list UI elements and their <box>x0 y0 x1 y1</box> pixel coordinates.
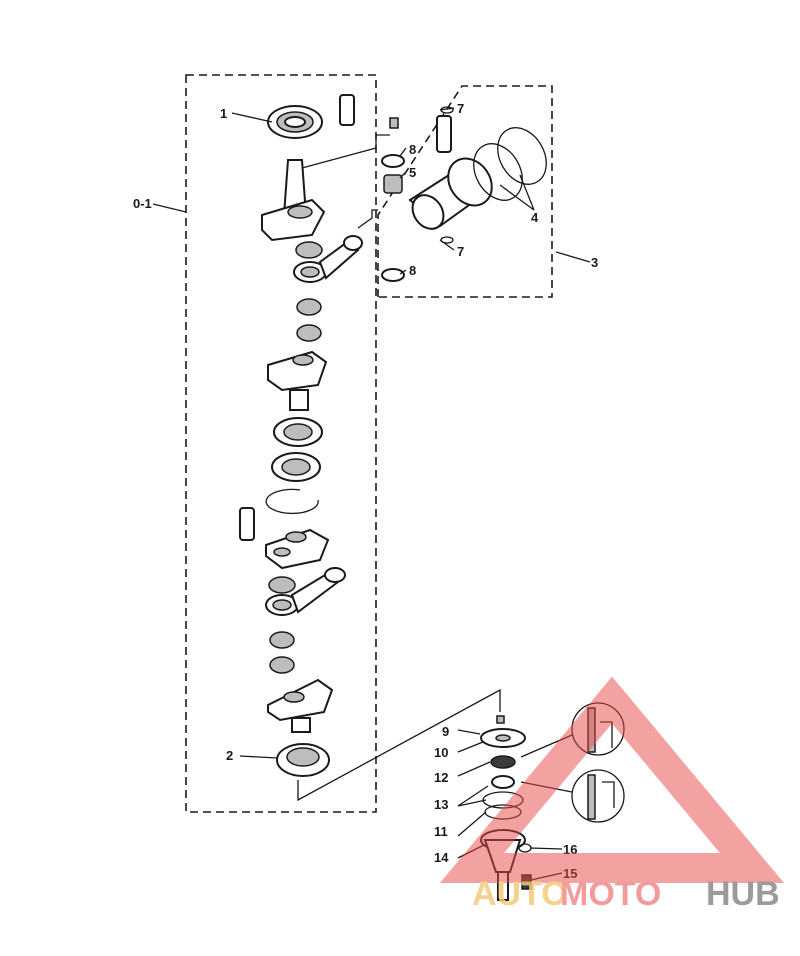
callout-13: 13 <box>434 797 448 812</box>
piston-rings <box>473 127 547 201</box>
callout-14: 14 <box>434 850 449 865</box>
callout-11: 11 <box>434 824 448 839</box>
piston <box>408 157 493 230</box>
crankshaft-assembly-box <box>185 74 377 813</box>
callout-leaders <box>152 107 591 881</box>
callout-labels: 1 2 3 4 5 7 7 8 8 9 10 12 13 11 14 16 15… <box>133 101 598 881</box>
retaining-ring <box>265 488 319 515</box>
small-key-top <box>389 117 399 129</box>
watermark-hub: HUB <box>706 875 780 913</box>
callout-7-bottom: 7 <box>457 244 464 259</box>
callout-7-top: 7 <box>457 101 464 116</box>
needle-bearing-cage <box>383 174 403 194</box>
thrust-washer-bottom <box>381 268 405 282</box>
connector-lines <box>297 134 501 802</box>
upper-crank-throw <box>261 159 326 242</box>
lower-connecting-rod <box>265 567 346 616</box>
callout-4: 4 <box>531 210 539 225</box>
watermark-auto: AUTO <box>472 875 568 913</box>
center-bearing-upper <box>273 417 323 447</box>
lower-crank-throw <box>267 678 334 733</box>
callout-3: 3 <box>591 255 598 270</box>
lower-bearing <box>276 743 330 777</box>
callout-12: 12 <box>434 770 448 785</box>
dowel-pin-middle <box>239 507 255 541</box>
callout-5: 5 <box>409 165 416 180</box>
callout-8-bottom: 8 <box>409 263 416 278</box>
upper-needle-bearing-washer <box>295 241 323 259</box>
center-bearing-lower <box>271 452 321 482</box>
watermark-moto: MOTO <box>560 875 661 913</box>
callout-1: 1 <box>220 106 227 121</box>
wrist-pin <box>436 115 452 153</box>
piston-assembly-box <box>377 85 553 298</box>
lower-crank-throw-upper <box>265 528 330 570</box>
lower-needle-rollers <box>269 631 295 674</box>
watermark-logo: AUTO MOTO HUB <box>439 676 785 913</box>
callout-9: 9 <box>442 724 449 739</box>
upper-bearing <box>267 105 323 139</box>
bottom-key <box>496 715 505 724</box>
washer-10 <box>480 728 526 748</box>
middle-crank-throw <box>267 350 328 411</box>
thrust-washer-top <box>381 154 405 168</box>
callout-10: 10 <box>434 745 448 760</box>
callout-assembly: 0-1 <box>133 196 152 211</box>
needle-rollers-stack <box>296 298 322 342</box>
seal-12 <box>490 755 516 769</box>
upper-connecting-rod <box>293 235 363 283</box>
callout-8-top: 8 <box>409 142 416 157</box>
dowel-pin-top <box>339 94 355 126</box>
callout-2: 2 <box>226 748 233 763</box>
fitting-16 <box>518 843 532 853</box>
